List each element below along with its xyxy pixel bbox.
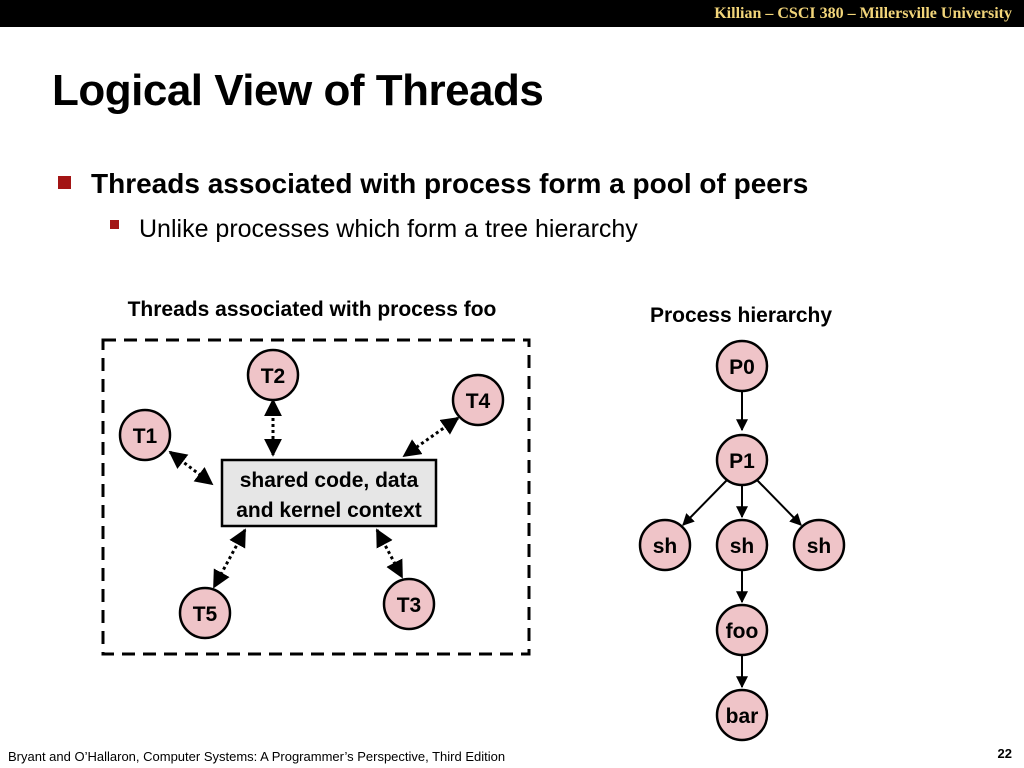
edge-t3-shared	[375, 528, 404, 579]
bullet-level1: Threads associated with process form a p…	[58, 168, 808, 200]
process-node-circle	[715, 518, 769, 572]
process-node-label: foo	[726, 620, 759, 643]
process-edges	[682, 392, 802, 689]
process-node-label: P0	[729, 356, 755, 379]
edge-t1-shared	[168, 450, 214, 486]
process-node-circle	[715, 339, 769, 393]
course-header: Killian – CSCI 380 – Millersville Univer…	[714, 5, 1012, 22]
thread-node-t1: T1	[118, 408, 172, 462]
process-heading: Process hierarchy	[650, 304, 832, 327]
edge-p1-sh3	[756, 479, 802, 526]
process-node-label: sh	[653, 535, 678, 558]
process-node-circle	[715, 433, 769, 487]
edge-t5-shared	[212, 528, 247, 589]
process-node-label: sh	[730, 535, 755, 558]
process-node-label: P1	[729, 450, 755, 473]
process-node-sh-middle: sh	[715, 518, 769, 572]
process-node-bar: bar	[715, 688, 769, 742]
process-node-circle	[715, 688, 769, 742]
page-number: 22	[997, 746, 1012, 761]
process-boundary	[101, 338, 531, 656]
shared-context-line1: shared code, data	[240, 469, 419, 492]
thread-node-t2: T2	[246, 348, 300, 402]
thread-edges	[168, 398, 460, 589]
process-node-circle	[638, 518, 692, 572]
edge-t4-shared	[402, 416, 460, 458]
thread-node-circle	[382, 577, 436, 631]
shared-context-box	[220, 458, 438, 528]
thread-node-label: T3	[397, 594, 422, 617]
thread-node-t5: T5	[178, 586, 232, 640]
process-node-p1: P1	[715, 433, 769, 487]
process-node-circle	[715, 603, 769, 657]
bullet-level2: Unlike processes which form a tree hiera…	[110, 215, 638, 244]
sub-bullet-text: Unlike processes which form a tree hiera…	[139, 215, 638, 243]
thread-node-circle	[118, 408, 172, 462]
shared-context-line2: and kernel context	[236, 499, 422, 522]
thread-node-label: T2	[261, 365, 286, 388]
bullet-square-icon	[58, 176, 71, 189]
process-node-sh-right: sh	[792, 518, 846, 572]
footer-citation: Bryant and O’Hallaron, Computer Systems:…	[8, 749, 506, 764]
thread-node-t3: T3	[382, 577, 436, 631]
thread-node-circle	[451, 373, 505, 427]
thread-node-circle	[178, 586, 232, 640]
slide-title: Logical View of Threads	[52, 66, 544, 115]
process-node-foo: foo	[715, 603, 769, 657]
thread-node-label: T1	[133, 425, 158, 448]
thread-node-label: T4	[466, 390, 491, 413]
header-bar: Killian – CSCI 380 – Millersville Univer…	[0, 0, 1024, 27]
process-node-label: bar	[726, 705, 759, 728]
sub-bullet-square-icon	[110, 220, 119, 229]
process-node-p0: P0	[715, 339, 769, 393]
thread-node-label: T5	[193, 603, 218, 626]
thread-node-circle	[246, 348, 300, 402]
thread-node-t4: T4	[451, 373, 505, 427]
process-node-label: sh	[807, 535, 832, 558]
process-node-circle	[792, 518, 846, 572]
edge-p1-sh1	[682, 479, 728, 526]
process-node-sh-left: sh	[638, 518, 692, 572]
bullet-text: Threads associated with process form a p…	[91, 168, 809, 199]
threads-heading: Threads associated with process foo	[128, 298, 497, 321]
